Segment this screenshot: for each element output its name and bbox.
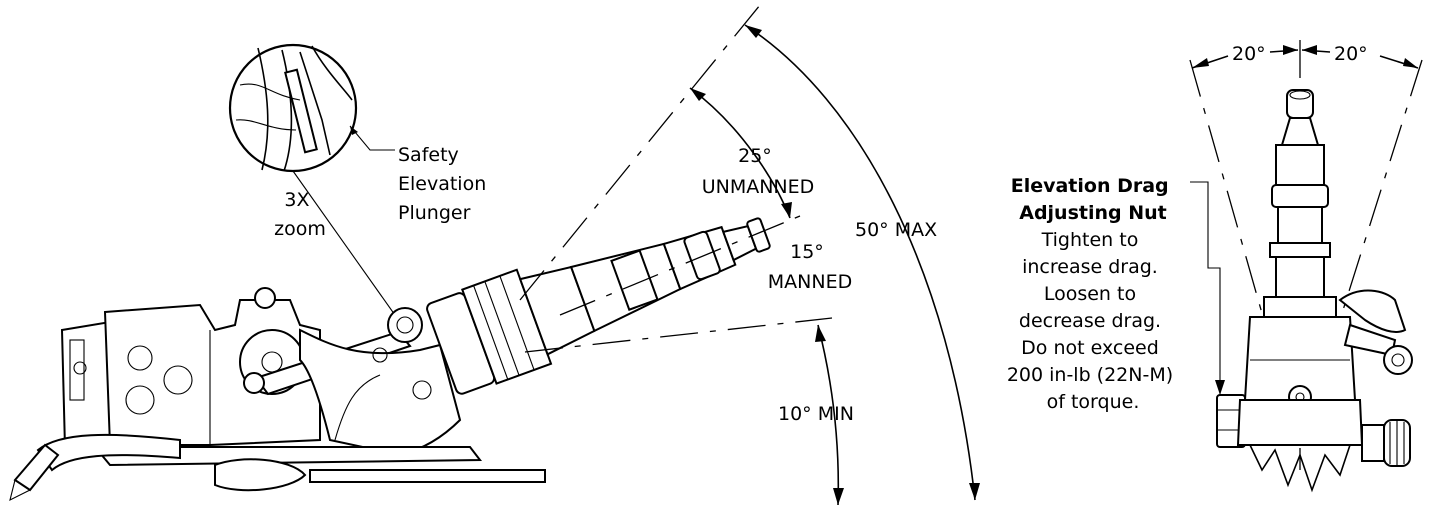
nut-leader-line — [1190, 181, 1221, 395]
plunger-label: Safety Elevation Plunger — [398, 144, 492, 224]
plunger-leader-line — [349, 125, 395, 151]
zoom-leader-line — [292, 170, 403, 326]
manned-angle-label: 15° MANNED — [768, 241, 852, 293]
nut-leader-arrow — [1215, 380, 1225, 395]
max-angle-line — [519, 4, 761, 301]
zoom-detail-circle — [228, 43, 358, 173]
zoom-label: 3X zoom — [274, 189, 326, 240]
min-angle-line — [524, 317, 833, 353]
min-angle-label: 10° MIN — [778, 403, 854, 425]
nut-title: Elevation Drag Adjusting Nut — [1011, 175, 1176, 224]
angle-reference-lines — [519, 4, 833, 353]
min-angle-arc — [815, 324, 844, 506]
unmanned-angle-arc — [689, 87, 792, 219]
max-angle-arc — [744, 24, 980, 501]
max-angle-label: 50° MAX — [855, 219, 937, 241]
left-sweep-angle-label: 20° — [1232, 43, 1266, 65]
monitor-body-side — [9, 287, 546, 502]
nut-instructions: Tighten to increase drag. Loosen to decr… — [1007, 229, 1179, 413]
nozzle-side — [426, 217, 771, 395]
nozzle-centerline — [559, 215, 801, 316]
right-sweep-angle-label: 20° — [1334, 43, 1368, 65]
monitor-front-view — [1216, 89, 1413, 493]
unmanned-angle-label: 25° UNMANNED — [702, 145, 815, 198]
plunger-leader-arrow — [350, 126, 358, 135]
